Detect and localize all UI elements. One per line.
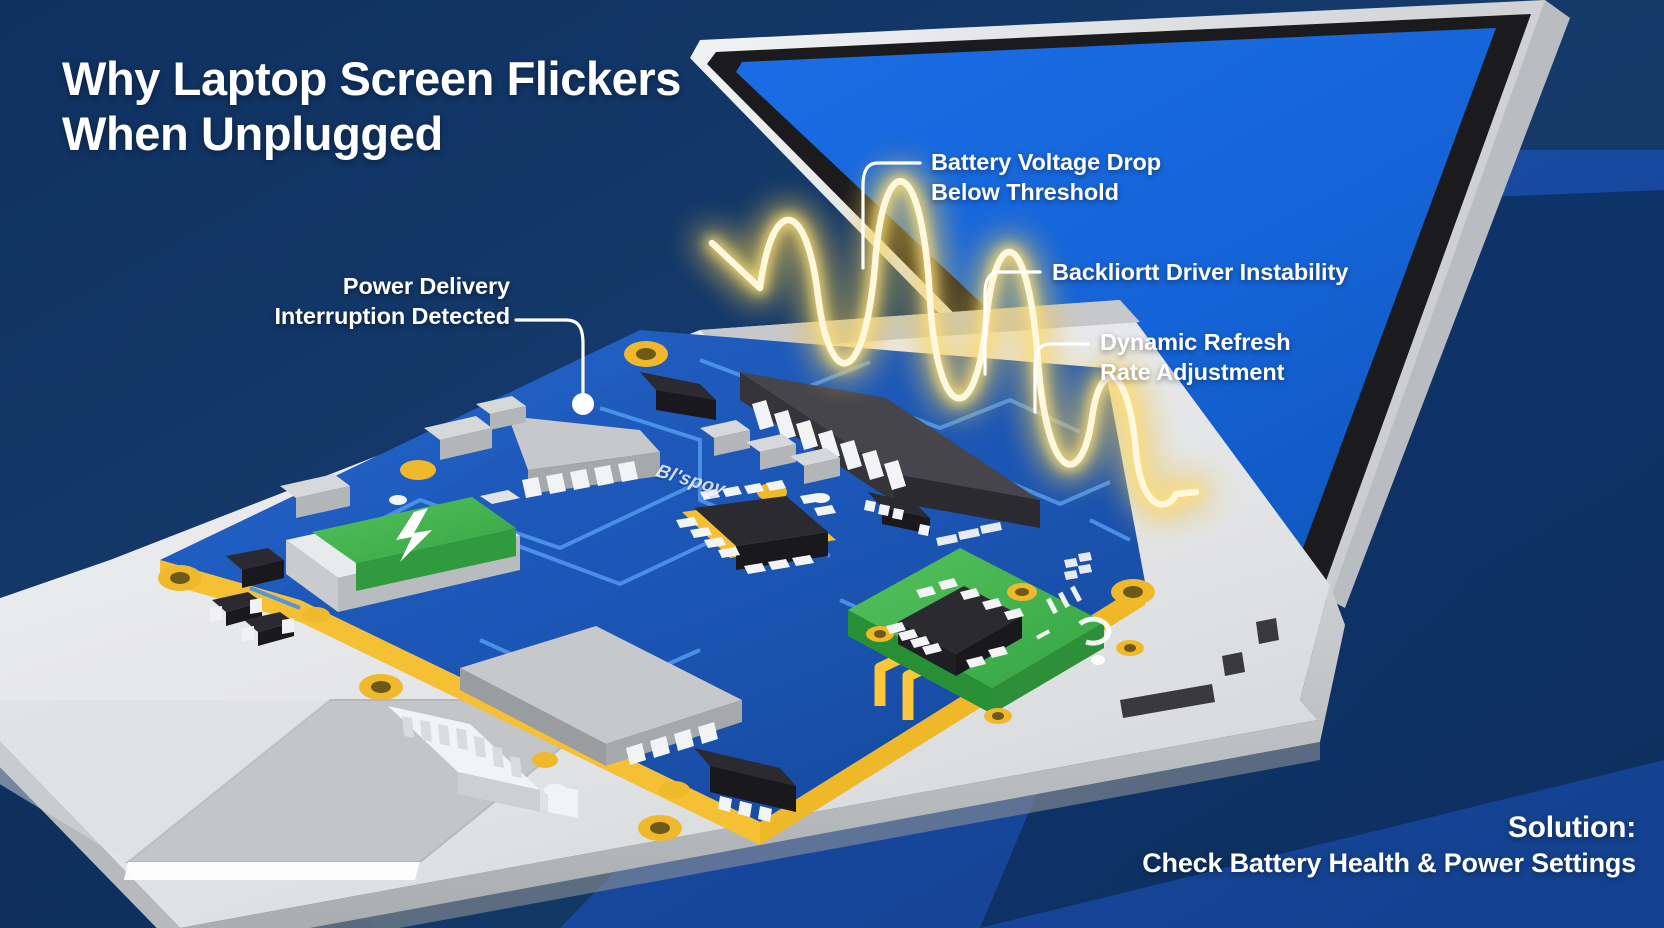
chip-grey-top [508,416,660,498]
smd-grey-blocks [280,396,840,518]
port-group [1120,618,1279,718]
leader-refresh [1033,342,1090,414]
solution-block: Solution: Check Battery Health & Power S… [916,811,1636,880]
lightning-bolt-icon [396,508,432,562]
leader-power [514,318,585,394]
leader-backlight [983,270,1042,376]
solution-body: Check Battery Health & Power Settings [1142,848,1636,879]
callout-power-delivery: Power Delivery Interruption Detected [274,273,510,329]
module-green [848,548,1144,724]
solution-heading: Solution: [1507,811,1636,845]
callout-backlight-driver: Backliortt Driver Instability [1052,259,1349,285]
circuit-board [158,330,1155,845]
callout-battery-voltage: Battery Voltage Drop Below Threshold [931,149,1161,205]
ribbon-connector [388,706,578,818]
leader-power-endpoint [572,393,594,415]
page-title: Why Laptop Screen Flickers When Unplugge… [62,52,682,160]
chip-black-center [676,480,836,574]
connector-long [740,372,1040,528]
leader-battery [861,161,922,270]
smd-components [210,372,930,822]
chip-grey-bottom [460,626,742,766]
mount-holes [158,341,1155,841]
callout-dynamic-refresh: Dynamic Refresh Rate Adjustment [1100,329,1291,385]
battery-module [286,490,520,612]
